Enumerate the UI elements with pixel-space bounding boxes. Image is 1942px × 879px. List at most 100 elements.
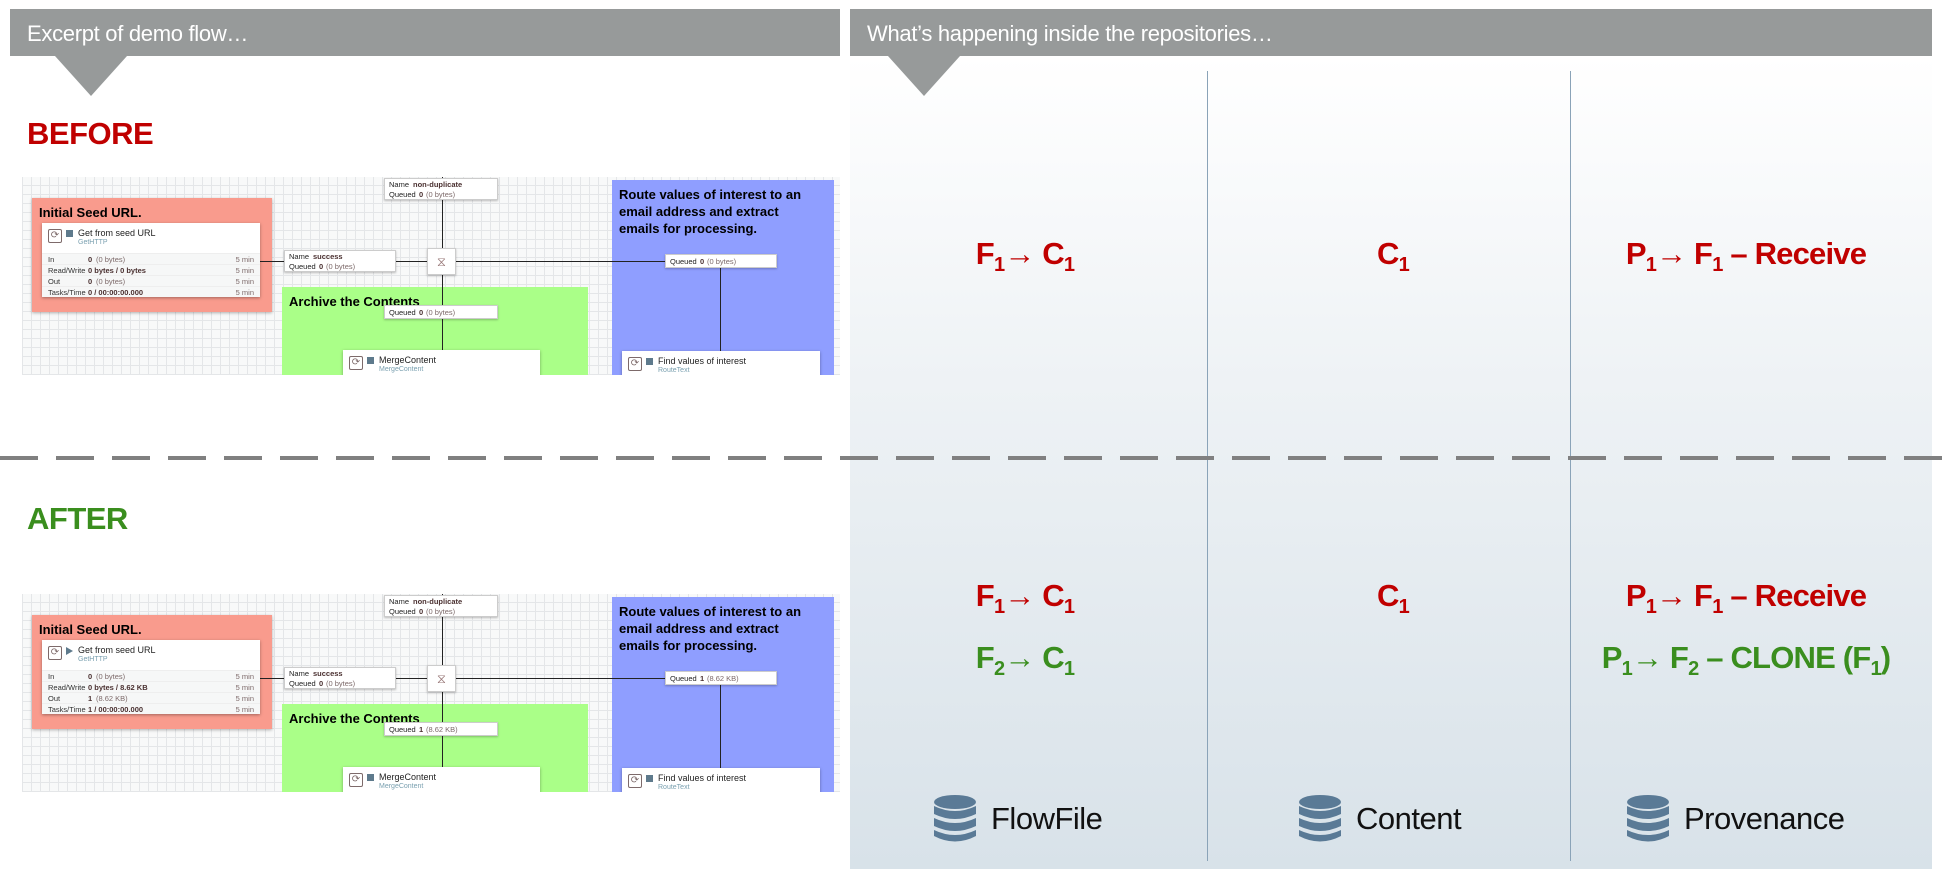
text-part: C <box>1377 236 1399 271</box>
repo-flowfile: FlowFile <box>933 795 1103 843</box>
database-icon <box>1298 795 1342 843</box>
stopped-icon <box>646 358 653 365</box>
content-entry-before: C1 <box>1377 236 1410 277</box>
queued-size: (0 bytes) <box>326 679 356 688</box>
queued-size: (0 bytes) <box>426 308 456 317</box>
queued-count: 0 <box>419 607 424 616</box>
stat-label: In <box>48 672 55 681</box>
flowfile-entry-after: F1→ C1 <box>976 578 1075 619</box>
stat-detail: (8.62 KB) <box>96 694 128 703</box>
subscript: 1 <box>1712 596 1723 618</box>
subscript: 1 <box>1063 254 1075 276</box>
before-label: BEFORE <box>27 116 154 151</box>
funnel[interactable]: ⧖ <box>427 248 456 275</box>
processor-type: GetHTTP <box>78 656 108 663</box>
text-part: P <box>1601 640 1623 675</box>
flow-excerpt-before: Initial Seed URL. Archive the Contents R… <box>22 177 840 375</box>
processor-icon: ⟳ <box>349 773 363 787</box>
running-icon <box>66 647 73 655</box>
connection-line <box>720 678 721 768</box>
repo-label: Content <box>1356 801 1462 836</box>
after-label: AFTER <box>27 501 128 536</box>
processor-type: RouteText <box>658 784 690 791</box>
section-divider <box>0 456 1942 460</box>
stat-label: In <box>48 255 55 264</box>
subscript: 1 <box>1398 254 1410 276</box>
processor-icon: ⟳ <box>628 774 642 788</box>
processor-name: MergeContent <box>379 355 437 365</box>
queued-size: (0 bytes) <box>426 607 456 616</box>
text-part: P <box>1625 578 1647 613</box>
stat-row: In 0 (0 bytes) 5 min <box>42 670 260 681</box>
route-group[interactable]: Route values of interest to an email add… <box>612 597 834 792</box>
conn-name: non-duplicate <box>413 597 463 606</box>
connection-line <box>720 261 721 351</box>
text-part: → C <box>1004 236 1064 271</box>
stat-window: 5 min <box>235 705 254 714</box>
stat-detail: (0 bytes) <box>96 277 126 286</box>
processor-name: Find values of interest <box>658 773 747 783</box>
text-part: F <box>975 236 995 271</box>
stat-value: 0 / 00:00:00.000 <box>88 288 144 297</box>
subscript: 2 <box>993 658 1005 680</box>
database-icon <box>933 795 977 843</box>
conn-label: Name <box>389 597 410 606</box>
subscript: 1 <box>1712 254 1723 276</box>
stat-row: Read/Write 0 bytes / 8.62 KB 5 min <box>42 681 260 692</box>
stat-row: In 0 (0 bytes) 5 min <box>42 253 260 264</box>
stat-window: 5 min <box>235 672 254 681</box>
conn-label: Queued <box>389 308 416 317</box>
queued-count: 1 <box>419 725 424 734</box>
queued-size: (8.62 KB) <box>707 674 739 683</box>
text-part: C <box>1377 578 1399 613</box>
connection-line <box>260 261 720 262</box>
stopped-icon <box>367 774 374 781</box>
processor-type: MergeContent <box>379 366 424 373</box>
provenance-entry-after: P1→ F2 – CLONE (F1) <box>1602 640 1891 681</box>
stat-label: Out <box>48 277 61 286</box>
stat-label: Tasks/Time <box>48 288 86 297</box>
text-part: – Receive <box>1722 236 1867 271</box>
stat-label: Read/Write <box>48 683 86 692</box>
subscript: 1 <box>993 596 1005 618</box>
conn-label: Name <box>289 252 310 261</box>
queued-count: 0 <box>319 679 324 688</box>
stat-row: Out 1 (8.62 KB) 5 min <box>42 692 260 703</box>
group-title: Route values of interest to an email add… <box>619 604 802 653</box>
text-part: → C <box>1004 640 1064 675</box>
conn-label: Queued <box>289 262 316 271</box>
funnel-icon: ⧖ <box>436 254 447 269</box>
queued-count: 0 <box>700 257 705 266</box>
text-part: – Receive <box>1722 578 1867 613</box>
queued-size: (0 bytes) <box>707 257 737 266</box>
stat-label: Out <box>48 694 61 703</box>
group-title: Initial Seed URL. <box>39 622 142 637</box>
funnel[interactable]: ⧖ <box>427 665 456 692</box>
conn-name: success <box>313 252 343 261</box>
text-part: P <box>1625 236 1647 271</box>
right-header-pointer <box>888 56 960 96</box>
processor-icon: ⟳ <box>48 229 62 243</box>
provenance-entry-before: P1→ F1 – Receive <box>1625 236 1867 277</box>
stat-value: 0 <box>88 672 93 681</box>
subscript: 1 <box>1398 596 1410 618</box>
processor-name: Get from seed URL <box>78 645 156 655</box>
stat-detail: (0 bytes) <box>96 255 126 264</box>
conn-label: Queued <box>289 679 316 688</box>
route-group[interactable]: Route values of interest to an email add… <box>612 180 834 375</box>
stat-window: 5 min <box>235 255 254 264</box>
